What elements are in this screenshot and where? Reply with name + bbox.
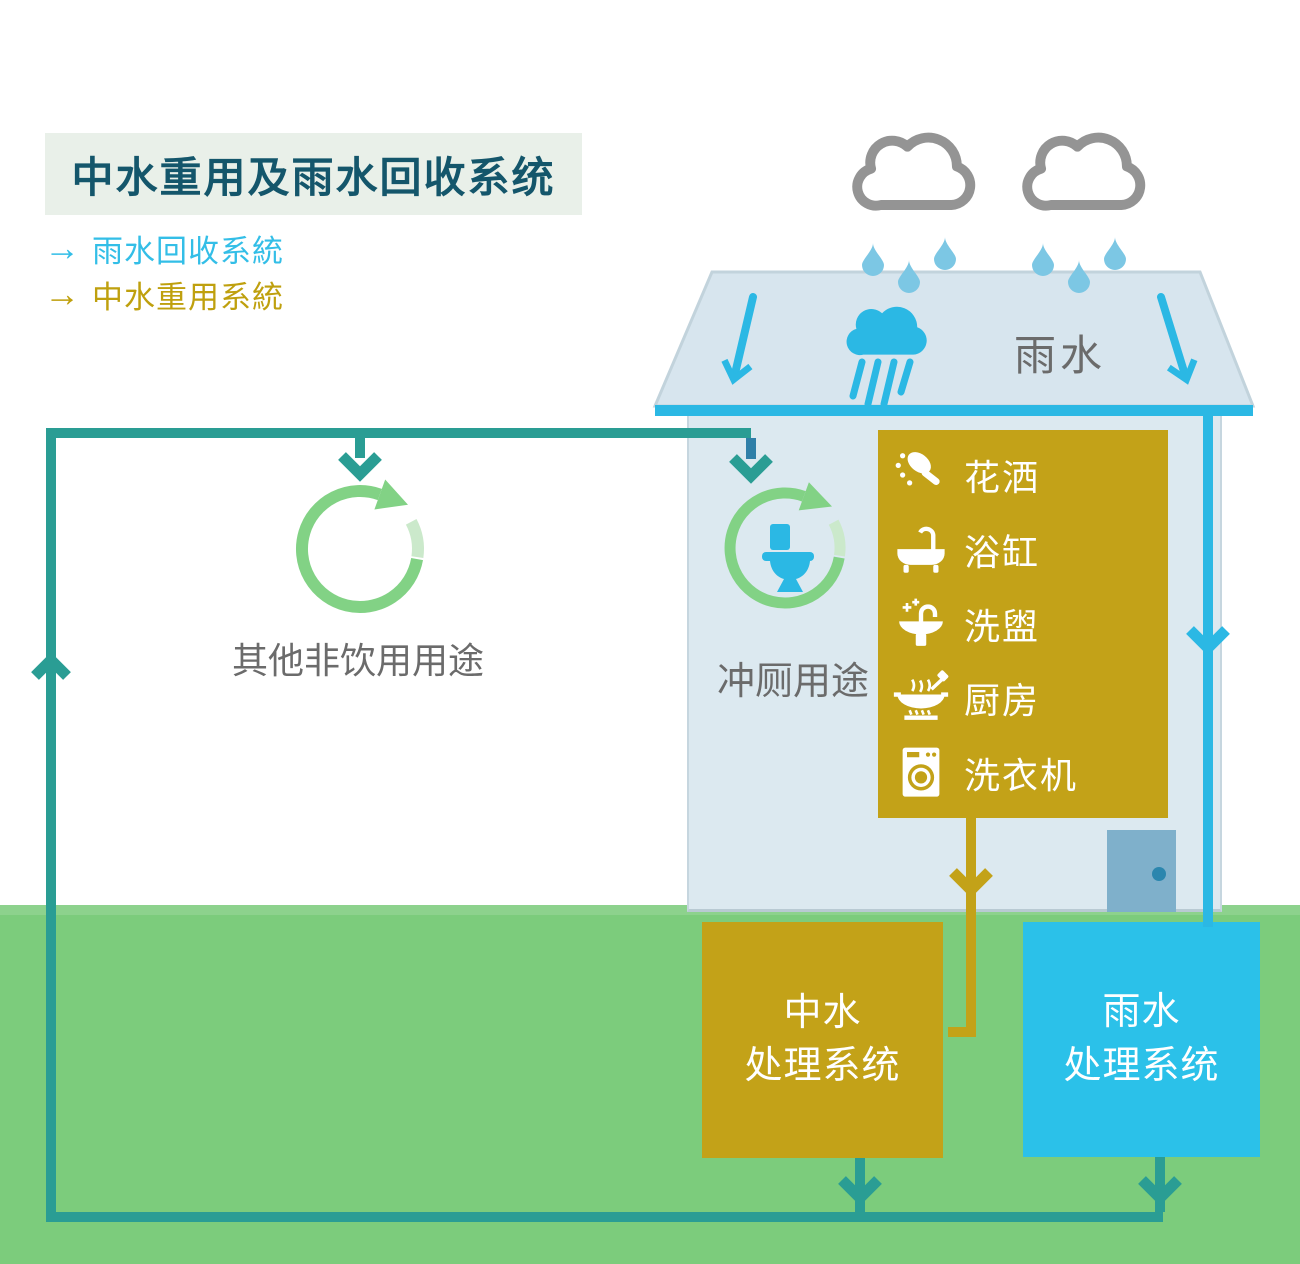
- shower-icon: [878, 447, 964, 503]
- appliance-label: 洗盥: [964, 605, 1041, 647]
- recycle-icon-toilet-flushing: [724, 482, 846, 609]
- appliance-row-kitchen: 厨房: [878, 670, 1168, 726]
- appliance-label: 洗衣机: [964, 754, 1079, 796]
- rainwater-treatment-tank: 雨水 处理系统: [1023, 922, 1260, 1157]
- appliance-label: 厨房: [964, 680, 1041, 722]
- rainwater-label: 雨水: [1013, 332, 1106, 379]
- kitchen-icon: [878, 670, 964, 726]
- greywater-treatment-tank: 中水 处理系统: [702, 922, 943, 1158]
- bathtub-icon: [878, 522, 964, 578]
- rain-cloud-icon: [857, 138, 970, 293]
- appliance-row-bathtub: 浴缸: [878, 522, 1168, 578]
- door-handle-icon: [1152, 867, 1166, 881]
- washbasin-icon: [878, 596, 964, 652]
- arrow-right-icon: →: [44, 273, 80, 314]
- legend-item-rainwater: → 雨水回收系統: [44, 227, 284, 269]
- appliance-row-washing-machine: 洗衣机: [878, 745, 1168, 801]
- legend-item-greywater: → 中水重用系統: [44, 273, 284, 315]
- other-uses-label: 其他非饮用用途: [231, 640, 484, 681]
- door: [1107, 830, 1176, 912]
- appliance-label: 浴缸: [964, 531, 1041, 573]
- roof-gutter-strip: [655, 405, 1253, 416]
- arrow-right-icon: →: [44, 227, 80, 268]
- legend-label: 雨水回收系統: [92, 233, 284, 269]
- recycle-icon-other-uses: [296, 479, 424, 613]
- title-box: 中水重用及雨水回收系统: [45, 133, 582, 215]
- tank-grey-line2: 处理系统: [744, 1045, 901, 1087]
- roof-shape: [652, 270, 1256, 408]
- tank-grey-line1: 中水: [783, 991, 862, 1034]
- toilet-flushing-label: 冲厕用途: [716, 661, 869, 703]
- washing-machine-icon: [878, 745, 964, 801]
- appliance-row-washbasin: 洗盥: [878, 596, 1168, 652]
- appliance-box: 花洒 浴缸: [878, 430, 1168, 818]
- page-title: 中水重用及雨水回收系统: [71, 153, 556, 201]
- roof-rain-icon: [846, 306, 927, 408]
- rain-cloud-icon: [1027, 138, 1140, 293]
- legend-label: 中水重用系統: [92, 279, 284, 315]
- appliance-row-shower: 花洒: [878, 447, 1168, 503]
- tank-rain-line1: 雨水: [1102, 991, 1181, 1034]
- appliance-label: 花洒: [964, 457, 1041, 499]
- toilet-icon: [762, 524, 814, 592]
- tank-rain-line2: 处理系统: [1063, 1044, 1220, 1087]
